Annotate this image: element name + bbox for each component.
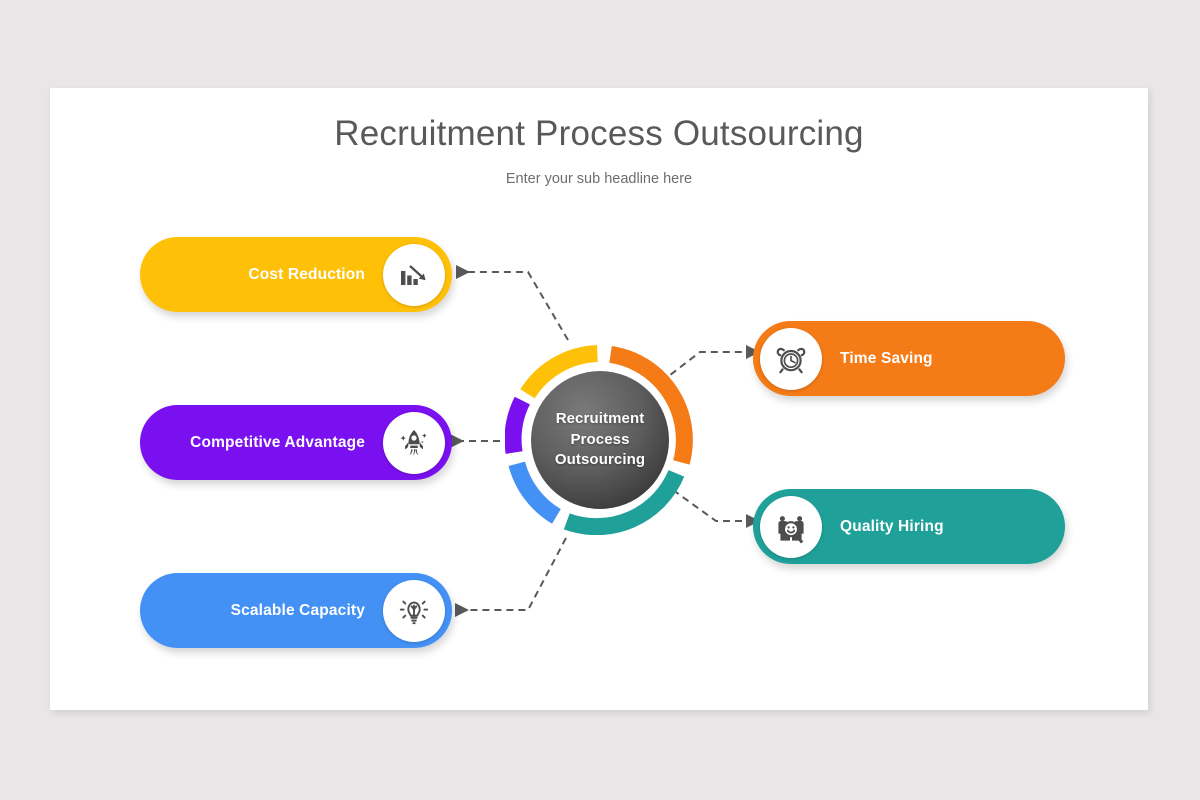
alarm-clock-icon: [760, 327, 822, 390]
time-saving-segment: [609, 345, 693, 465]
item-card-time-saving[interactable]: Time Saving: [753, 321, 1065, 396]
item-card-cost-reduction[interactable]: Cost Reduction: [140, 237, 452, 312]
center-label: Recruitment Process Outsourcing: [505, 345, 695, 535]
declining-bar-chart-icon: [383, 243, 445, 306]
quality-hiring-segment: [563, 469, 685, 535]
center-label-line-2: Process: [570, 430, 630, 448]
item-label-cost-reduction: Cost Reduction: [248, 265, 365, 283]
item-label-quality-hiring: Quality Hiring: [840, 517, 944, 535]
center-label-line-1: Recruitment: [555, 410, 645, 428]
item-card-scalable-capacity[interactable]: Scalable Capacity: [140, 573, 452, 648]
item-card-competitive-advantage[interactable]: Competitive Advantage: [140, 405, 452, 480]
page-subtitle: Enter your sub headline here: [505, 171, 693, 187]
cost-reduction-segment: [520, 345, 598, 399]
item-label-scalable-capacity: Scalable Capacity: [230, 601, 365, 619]
competitive-advantage-segment: [505, 396, 531, 454]
center-label-line-3: Outsourcing: [554, 451, 646, 469]
center-core: [531, 371, 669, 509]
item-label-time-saving: Time Saving: [840, 349, 933, 367]
center-wheel: Recruitment Process Outsourcing: [505, 345, 695, 535]
item-card-quality-hiring[interactable]: Quality Hiring: [753, 489, 1065, 564]
scalable-capacity-segment: [508, 461, 561, 524]
rocket-icon: [383, 411, 445, 474]
page-title: Recruitment Process Outsourcing: [334, 114, 864, 153]
item-label-competitive-advantage: Competitive Advantage: [190, 433, 365, 451]
lightbulb-icon: [383, 579, 445, 642]
people-search-icon: [760, 495, 822, 558]
